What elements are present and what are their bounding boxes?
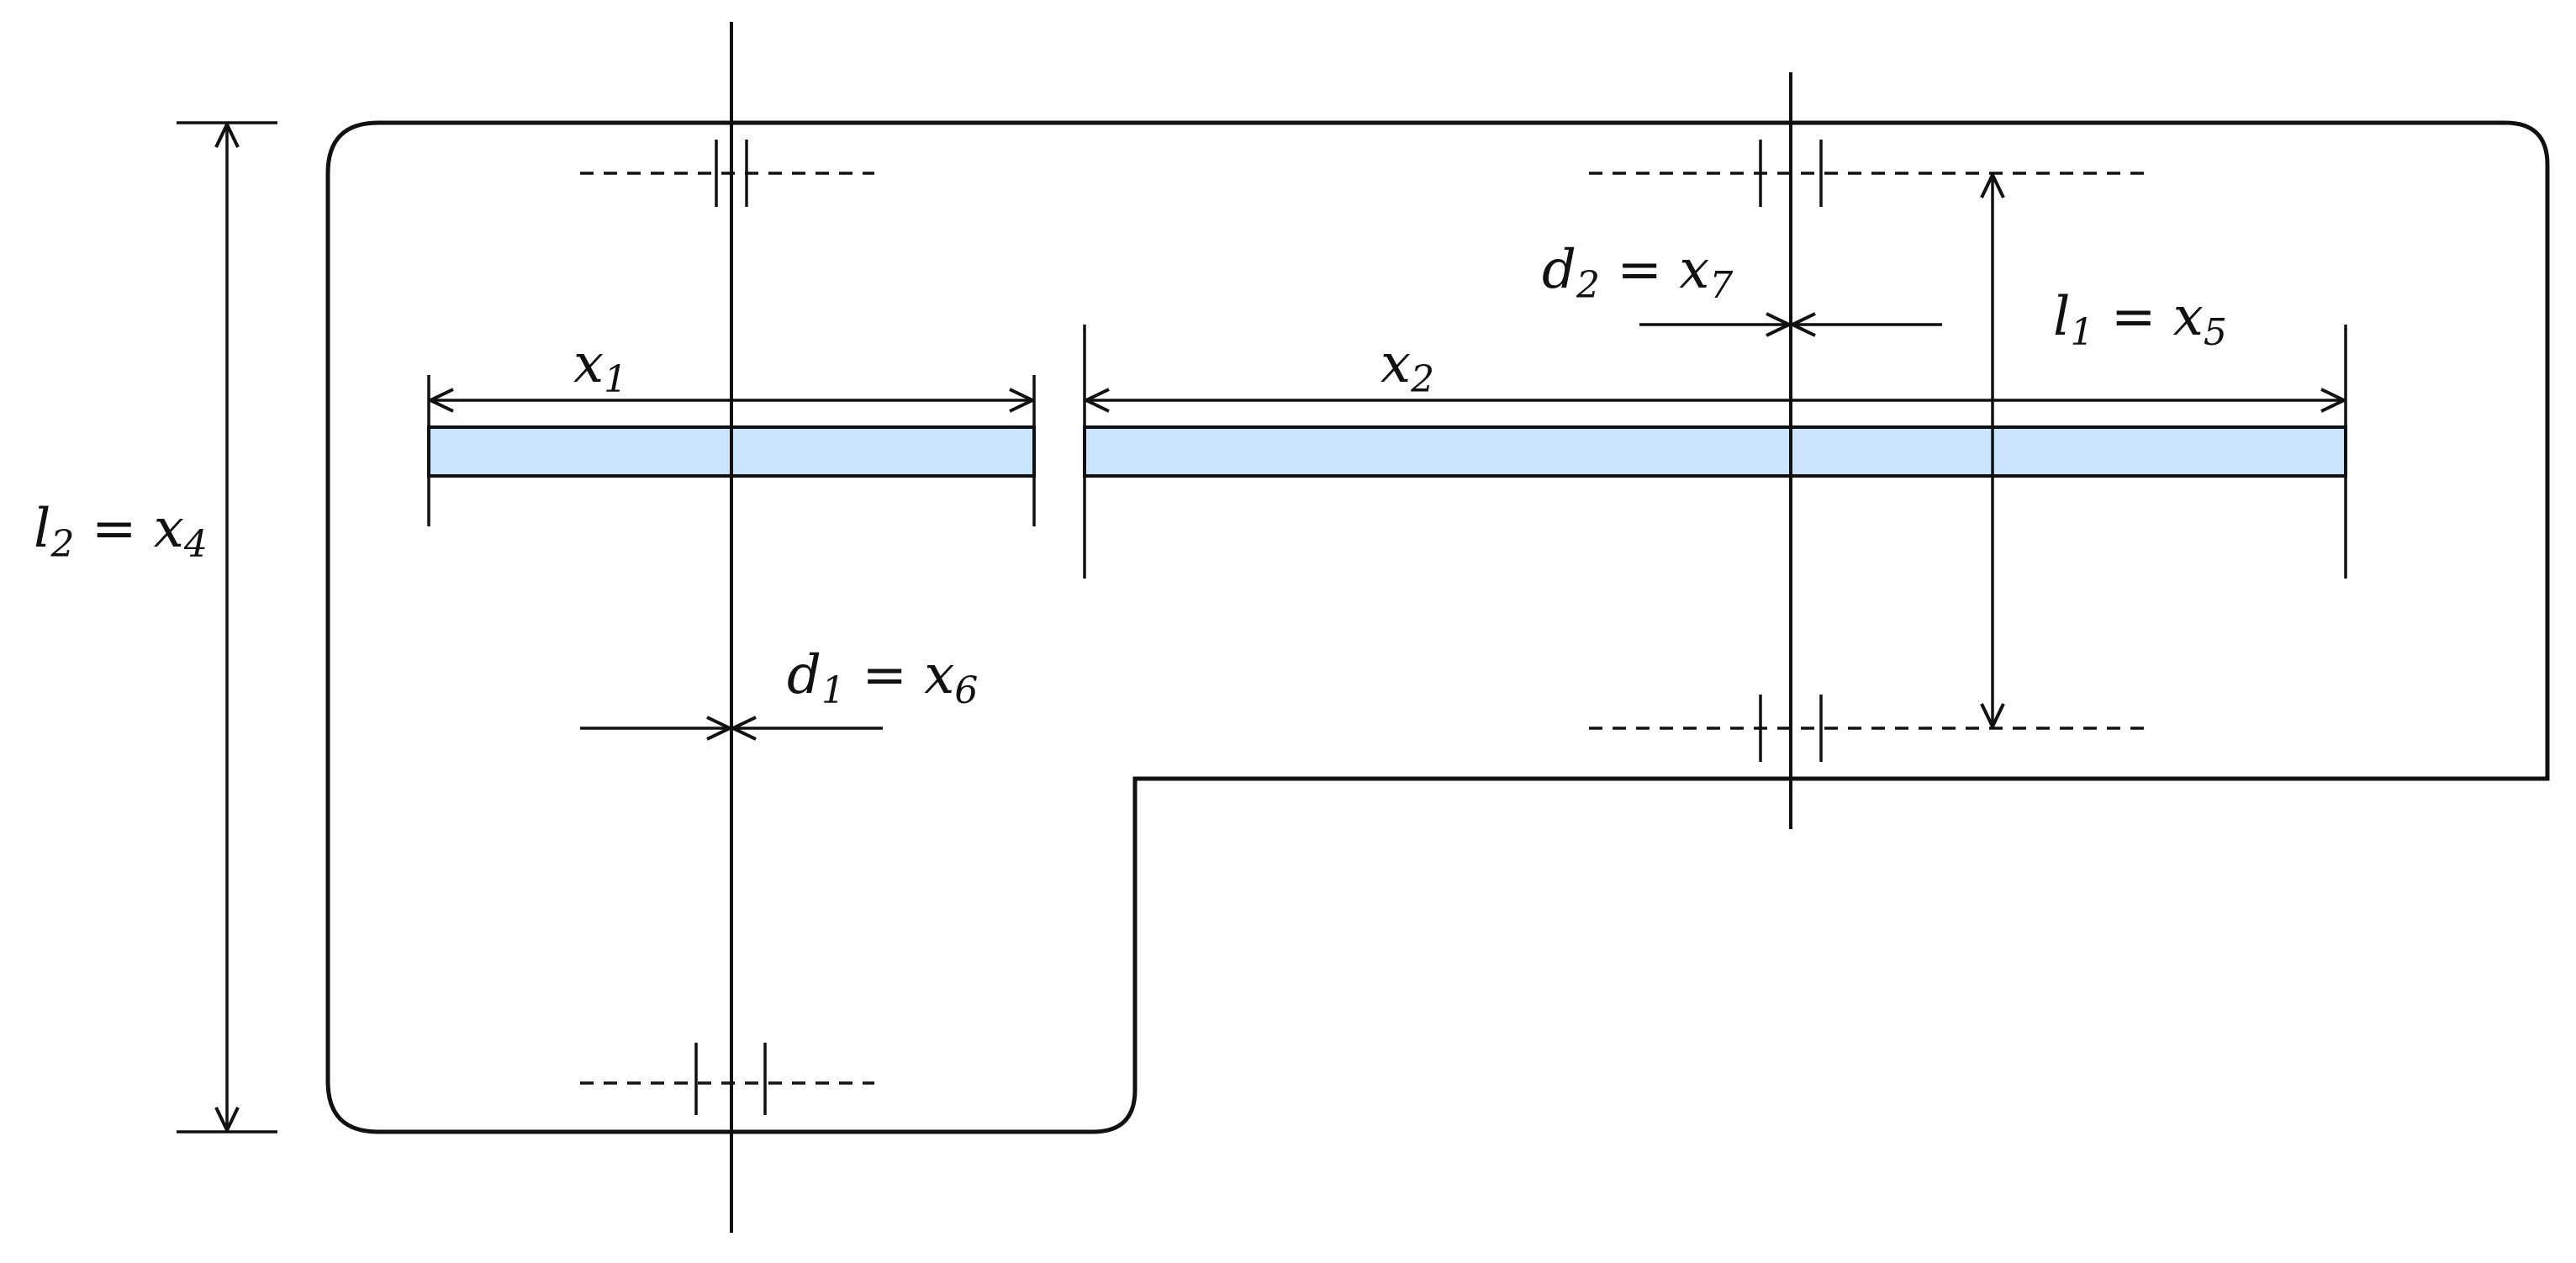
- bearing-shaft2-top: [1589, 140, 2152, 207]
- bearing-shaft1-top: [580, 140, 874, 207]
- label-d1: d1 = x6: [787, 644, 978, 712]
- dimension-l2: [177, 121, 277, 1134]
- dimension-x1: [427, 375, 1036, 526]
- label-x1: x1: [573, 333, 627, 401]
- label-l2: l2 = x4: [34, 498, 208, 566]
- dimension-x2: [1083, 325, 2347, 579]
- housing-outline: [325, 120, 2550, 1134]
- label-x2: x2: [1380, 333, 1434, 401]
- bearing-shaft1-bottom: [580, 1043, 874, 1115]
- gear-2: [1083, 425, 2347, 478]
- label-l1: l1 = x5: [2053, 286, 2227, 354]
- bearing-shaft2-bottom: [1589, 695, 2152, 762]
- label-d2: d2 = x7: [1542, 239, 1733, 307]
